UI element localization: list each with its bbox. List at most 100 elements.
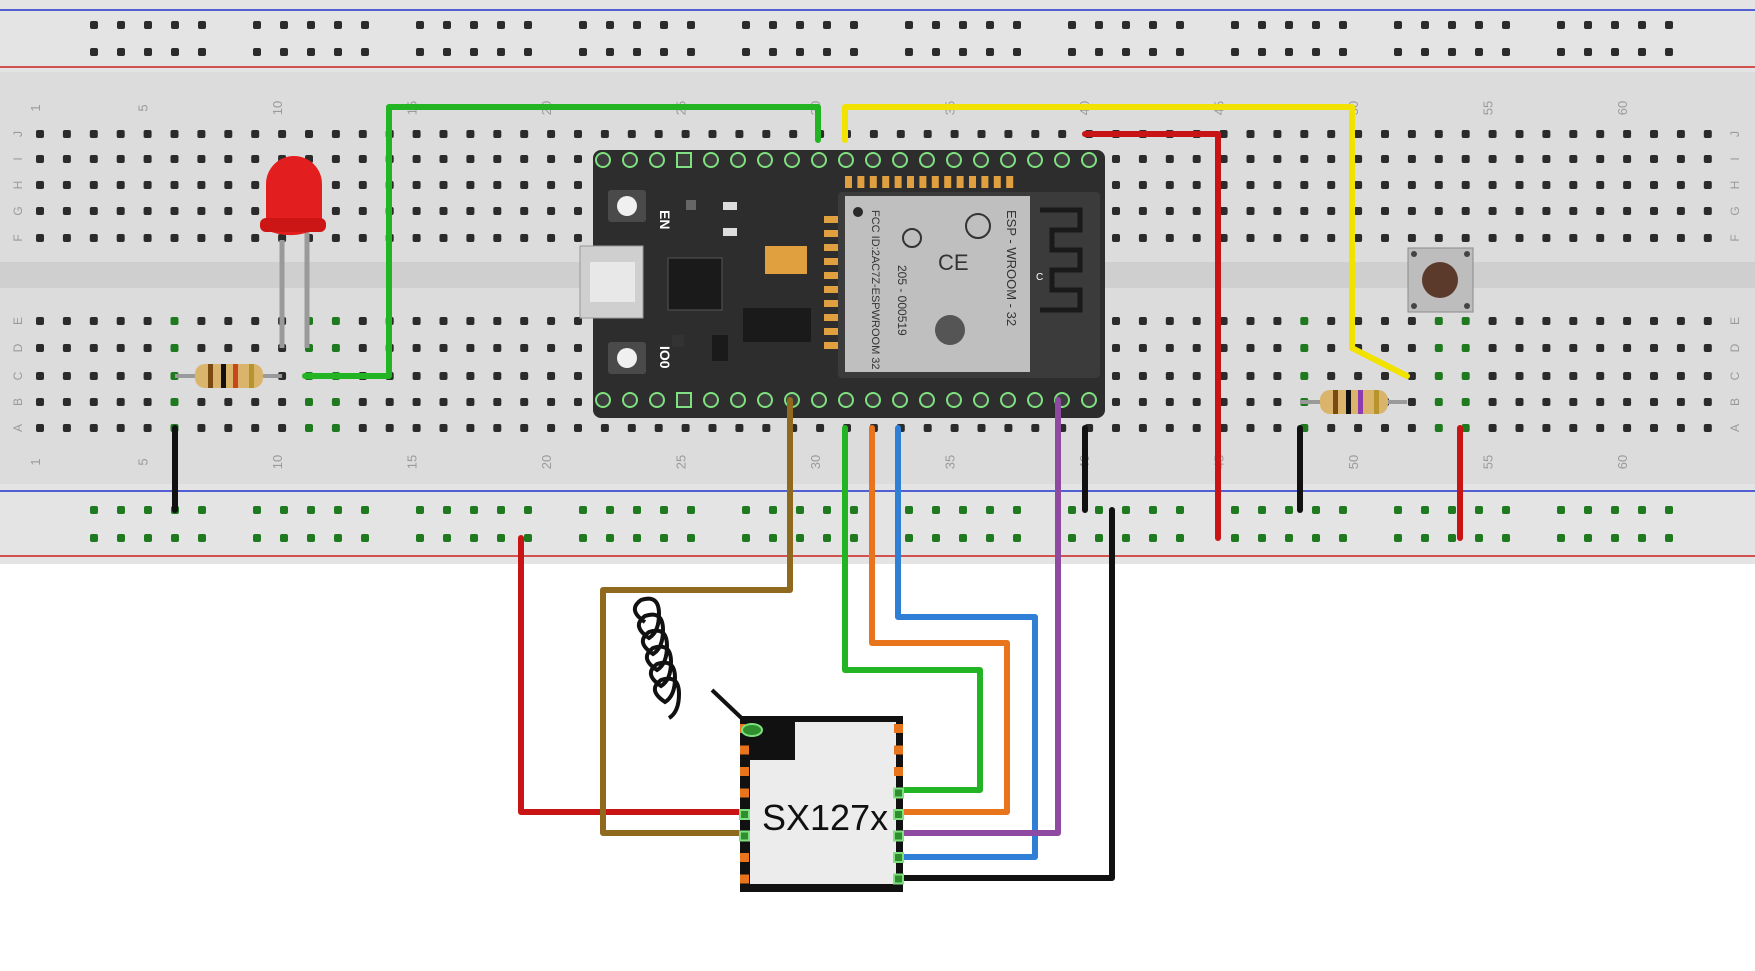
breadboard-hole[interactable] xyxy=(170,130,179,138)
breadboard-hole[interactable] xyxy=(1165,344,1174,352)
breadboard-hole[interactable] xyxy=(439,317,448,325)
breadboard-hole[interactable] xyxy=(143,372,152,380)
rail-hole[interactable] xyxy=(361,21,369,29)
breadboard-hole[interactable] xyxy=(1031,424,1040,432)
rail-hole[interactable] xyxy=(1502,48,1510,56)
wire-blue-lora[interactable] xyxy=(895,425,1038,860)
breadboard-hole[interactable] xyxy=(627,424,636,432)
rail-hole[interactable] xyxy=(1584,534,1592,542)
rail-hole[interactable] xyxy=(361,48,369,56)
rail-hole[interactable] xyxy=(986,48,994,56)
breadboard-hole[interactable] xyxy=(89,234,98,242)
breadboard-hole[interactable] xyxy=(251,181,260,189)
rail-hole[interactable] xyxy=(280,534,288,542)
breadboard-hole[interactable] xyxy=(923,130,932,138)
breadboard-hole[interactable] xyxy=(1300,130,1309,138)
rail-hole[interactable] xyxy=(117,506,125,514)
rail-hole[interactable] xyxy=(524,48,532,56)
breadboard-hole[interactable] xyxy=(493,424,502,432)
breadboard-hole[interactable] xyxy=(251,344,260,352)
rail-hole[interactable] xyxy=(497,506,505,514)
breadboard-hole[interactable] xyxy=(466,155,475,163)
rail-hole[interactable] xyxy=(198,506,206,514)
rail-hole[interactable] xyxy=(497,48,505,56)
breadboard-hole[interactable] xyxy=(1703,207,1712,215)
esp32-pin[interactable] xyxy=(757,392,773,408)
rail-hole[interactable] xyxy=(742,21,750,29)
breadboard-hole[interactable] xyxy=(520,398,529,406)
breadboard-hole[interactable] xyxy=(89,372,98,380)
wire-orange-lora[interactable] xyxy=(869,425,1010,815)
breadboard-hole[interactable] xyxy=(493,317,502,325)
esp32-pin[interactable] xyxy=(622,392,638,408)
lora-pin[interactable] xyxy=(739,830,750,842)
breadboard-hole[interactable] xyxy=(574,130,582,138)
breadboard-hole[interactable] xyxy=(1192,344,1201,352)
rail-hole[interactable] xyxy=(171,48,179,56)
breadboard-hole[interactable] xyxy=(331,181,340,189)
breadboard-hole[interactable] xyxy=(1112,234,1120,242)
breadboard-hole[interactable] xyxy=(36,372,44,380)
breadboard-hole[interactable] xyxy=(547,424,556,432)
esp32-pin[interactable] xyxy=(838,152,854,168)
breadboard-hole[interactable] xyxy=(1461,181,1470,189)
rail-hole[interactable] xyxy=(1339,21,1347,29)
rail-hole[interactable] xyxy=(769,506,777,514)
breadboard-hole[interactable] xyxy=(1354,234,1363,242)
breadboard-hole[interactable] xyxy=(574,372,582,380)
rail-hole[interactable] xyxy=(416,21,424,29)
rail-hole[interactable] xyxy=(470,534,478,542)
breadboard-hole[interactable] xyxy=(1515,155,1524,163)
rail-hole[interactable] xyxy=(1258,506,1266,514)
breadboard-hole[interactable] xyxy=(1354,155,1363,163)
breadboard-hole[interactable] xyxy=(1246,155,1255,163)
esp32-pin[interactable] xyxy=(676,392,692,408)
breadboard-hole[interactable] xyxy=(143,234,152,242)
breadboard-hole[interactable] xyxy=(1623,130,1632,138)
esp32-pin[interactable] xyxy=(595,152,611,168)
breadboard-hole[interactable] xyxy=(1165,398,1174,406)
breadboard-hole[interactable] xyxy=(36,234,44,242)
rail-hole[interactable] xyxy=(1231,21,1239,29)
breadboard-hole[interactable] xyxy=(1165,317,1174,325)
rail-hole[interactable] xyxy=(796,534,804,542)
breadboard-hole[interactable] xyxy=(170,181,179,189)
esp32-pin[interactable] xyxy=(1081,152,1097,168)
breadboard-hole[interactable] xyxy=(1165,424,1174,432)
breadboard-hole[interactable] xyxy=(1515,424,1524,432)
breadboard-hole[interactable] xyxy=(1354,181,1363,189)
rail-hole[interactable] xyxy=(524,506,532,514)
breadboard-hole[interactable] xyxy=(358,207,367,215)
breadboard-hole[interactable] xyxy=(1407,372,1416,380)
breadboard-hole[interactable] xyxy=(708,424,717,432)
breadboard-hole[interactable] xyxy=(278,424,287,432)
breadboard-hole[interactable] xyxy=(1676,181,1685,189)
breadboard-hole[interactable] xyxy=(574,181,582,189)
breadboard-hole[interactable] xyxy=(574,344,582,352)
lora-pin[interactable] xyxy=(893,830,904,842)
breadboard-hole[interactable] xyxy=(1676,155,1685,163)
rail-hole[interactable] xyxy=(1557,534,1565,542)
esp32-pin[interactable] xyxy=(649,152,665,168)
rail-hole[interactable] xyxy=(606,21,614,29)
esp32-pin[interactable] xyxy=(946,392,962,408)
breadboard-hole[interactable] xyxy=(1327,155,1336,163)
breadboard-hole[interactable] xyxy=(1434,181,1443,189)
rail-hole[interactable] xyxy=(1122,48,1130,56)
breadboard-hole[interactable] xyxy=(385,424,394,432)
rail-hole[interactable] xyxy=(823,534,831,542)
rail-hole[interactable] xyxy=(443,506,451,514)
breadboard-hole[interactable] xyxy=(1381,181,1389,189)
breadboard-hole[interactable] xyxy=(1623,155,1632,163)
breadboard-hole[interactable] xyxy=(1273,398,1282,406)
breadboard-hole[interactable] xyxy=(143,317,152,325)
breadboard-hole[interactable] xyxy=(1676,234,1685,242)
rail-hole[interactable] xyxy=(1502,534,1510,542)
rail-hole[interactable] xyxy=(1231,48,1239,56)
breadboard-hole[interactable] xyxy=(1407,155,1416,163)
rail-hole[interactable] xyxy=(171,21,179,29)
breadboard-hole[interactable] xyxy=(412,372,421,380)
breadboard-hole[interactable] xyxy=(305,424,313,432)
breadboard-hole[interactable] xyxy=(466,234,475,242)
breadboard-hole[interactable] xyxy=(1596,424,1605,432)
